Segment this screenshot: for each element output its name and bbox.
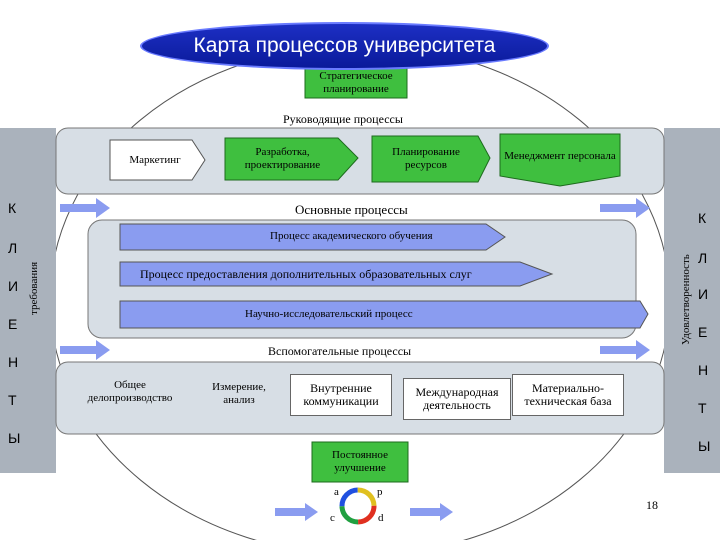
right-vertical-label: Удовлетворенность [680,254,692,345]
left-vertical-label: требования [28,261,40,315]
support-item-facilities: Материально-техническая база [512,374,624,416]
left-letter-1: К [8,200,17,216]
right-letter-5: Н [698,362,709,378]
left-letter-7: Ы [8,430,21,446]
right-clients-panel [664,128,720,473]
management-heading: Руководящие процессы [283,112,403,126]
design-label: Разработка, проектирование [244,146,321,171]
personnel-shape [499,133,621,187]
design-shape [224,137,359,181]
left-letter-3: И [8,278,19,294]
pdca-blue-arc [339,487,377,525]
pdca-green-arc [339,487,377,525]
support-heading: Вспомогательные процессы [268,344,412,358]
pdca-p: p [377,486,383,498]
right-letter-3: И [698,286,709,302]
left-letter-5: Н [8,354,19,370]
page-title: Карта процессов университета [140,22,549,70]
pdca-d: d [378,512,384,524]
resource-planning-label: Планирование ресурсов [392,146,460,171]
support-item-communications: Внутренние коммуникации [290,374,392,416]
main-heading: Основные процессы [295,202,408,217]
marketing-shape [109,139,206,181]
process-label-3: Научно-исследовательский процесс [245,308,413,320]
process-arrow-1 [119,223,506,251]
personnel-management-label: Менеджмент персонала [504,149,616,162]
right-letter-1: К [698,210,707,226]
left-letter-2: Л [8,240,18,256]
support-item-office: Общее делопроизводство [87,379,173,404]
pdca-c: c [330,512,335,524]
continuous-improvement-label: Постоянное улучшение [332,449,388,474]
page-number: 18 [646,498,658,512]
left-clients-panel [0,128,56,473]
process-arrow-3 [119,300,649,329]
marketing-label: Маркетинг [129,153,181,166]
pdca-a: a [334,486,339,498]
process-label-2: Процесс предоставления дополнительных об… [140,267,472,281]
pdca-yellow-arc [339,487,377,525]
right-letter-6: Т [698,400,707,416]
right-letter-7: Ы [698,438,711,454]
planning-shape [371,135,491,183]
process-arrow-2 [119,261,554,287]
strategic-planning-label: Стратегическое планирование [319,70,393,95]
left-letter-4: Е [8,316,18,332]
support-item-measurement: Измерение, анализ [212,381,266,406]
left-letter-6: Т [8,392,17,408]
process-label-1: Процесс академического обучения [270,230,433,242]
support-item-international: Международная деятельность [403,378,511,420]
right-letter-4: Е [698,324,708,340]
right-letter-2: Л [698,250,708,266]
